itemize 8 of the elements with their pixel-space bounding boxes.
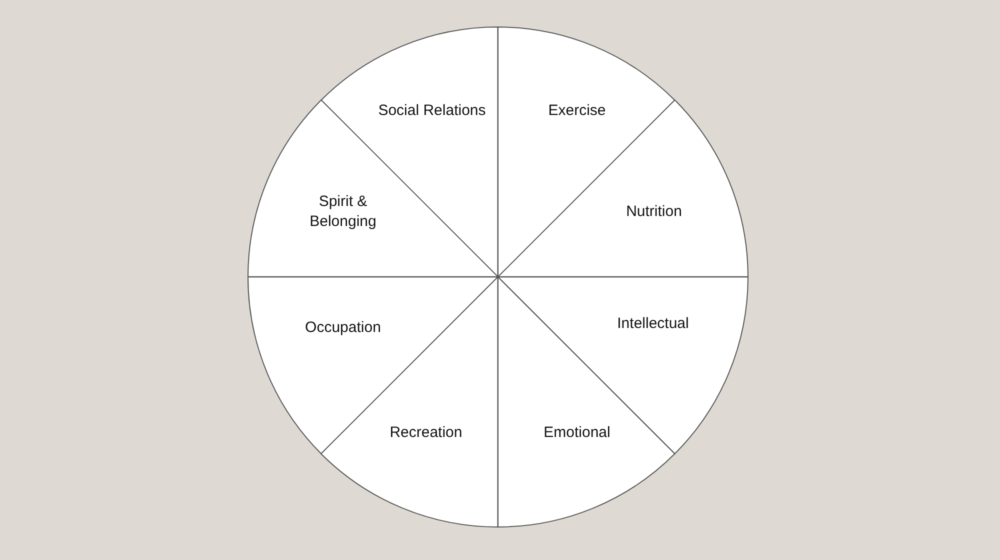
segment-label: Social Relations xyxy=(377,101,487,121)
segment-label: Nutrition xyxy=(625,202,683,222)
segment-label: Recreation xyxy=(388,423,464,443)
segment-label: Spirit & Belonging xyxy=(308,192,378,232)
segment-label: Exercise xyxy=(547,101,607,121)
segment-label: Intellectual xyxy=(616,314,690,334)
segment-label: Occupation xyxy=(304,318,382,338)
segment-label: Emotional xyxy=(542,423,612,443)
